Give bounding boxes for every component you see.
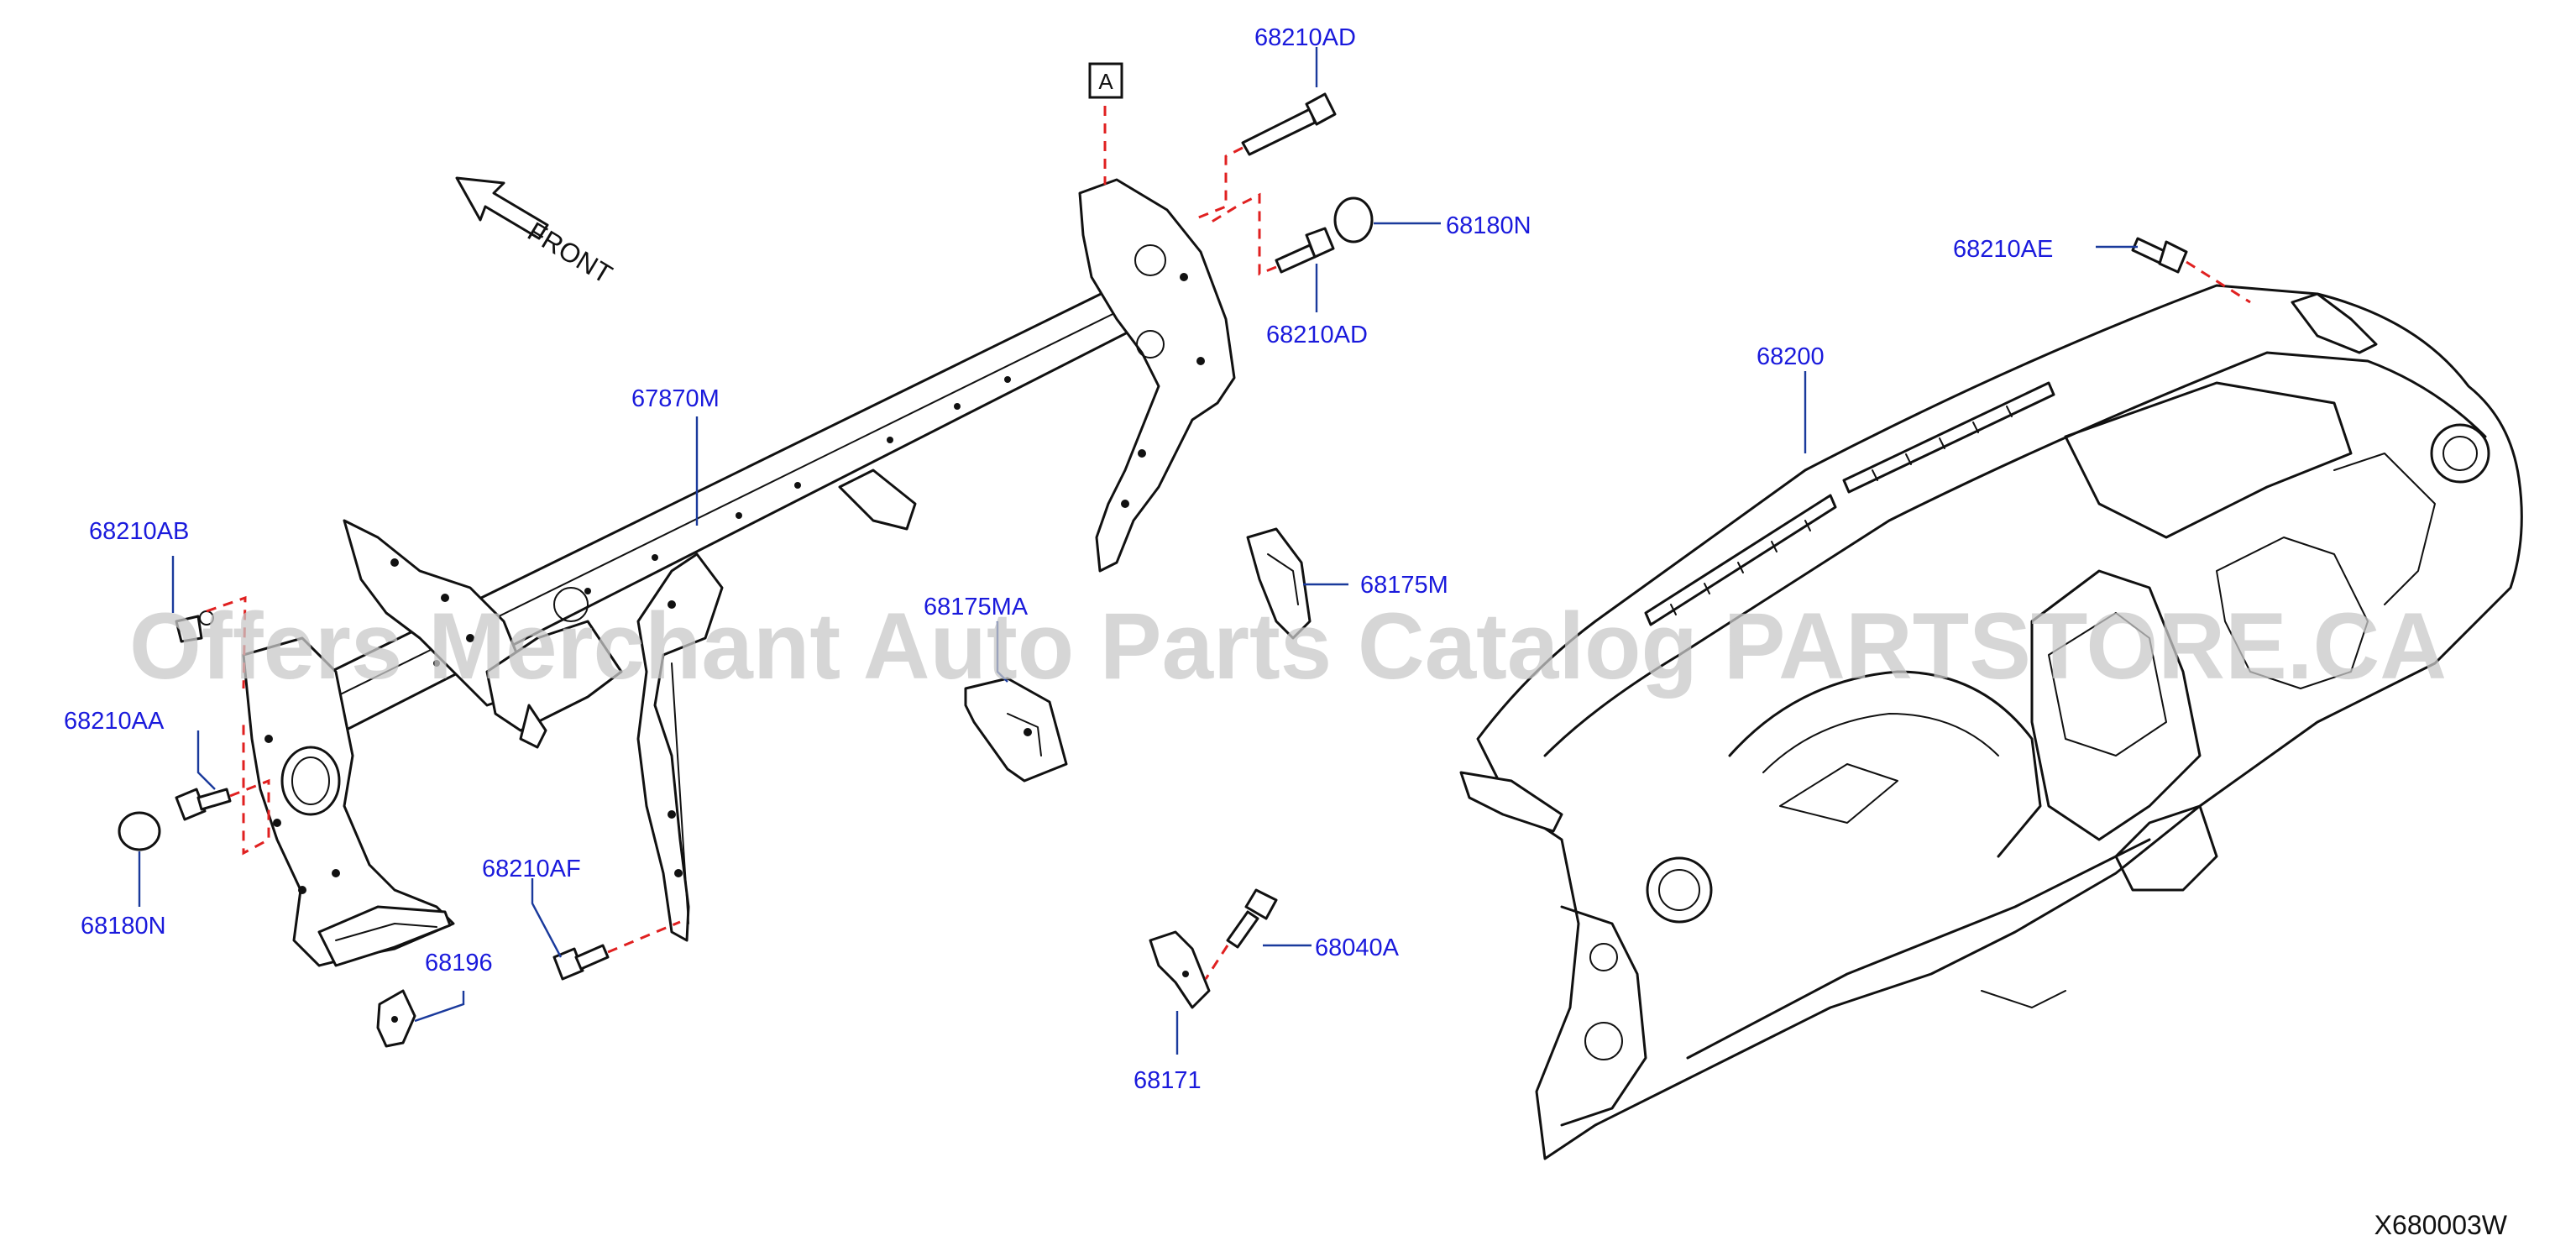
plug-68180n-right: [1333, 196, 1374, 243]
dash-68210ad-top: [1191, 146, 1243, 222]
dash-68040a: [1204, 945, 1229, 980]
label-67870m: 67870M: [631, 385, 720, 412]
label-68210ad-top: 68210AD: [1254, 24, 1356, 51]
label-68180n-right: 68180N: [1446, 212, 1531, 239]
label-68210ab: 68210AB: [89, 518, 189, 545]
dash-68210af: [607, 920, 681, 954]
dash-68210ab: [206, 595, 247, 689]
diagram-reference-code: X680003W: [2374, 1210, 2508, 1240]
dash-68210aa: [229, 722, 270, 856]
bracket-68175ma: [964, 677, 1068, 783]
bolt-68210ad-top: [1241, 92, 1337, 156]
label-68040a: 68040A: [1315, 934, 1400, 961]
leader-68175ma: [996, 621, 1008, 683]
bolt-68210af: [552, 944, 610, 981]
bolt-68210ae: [2131, 237, 2188, 274]
leader-68210af: [531, 878, 563, 958]
front-direction-arrow: FRONT: [455, 176, 617, 290]
defroster-vent-right: [1842, 381, 2055, 494]
part-labels: 68210AD 68180N 68210AD 68210AE 68200 678…: [64, 24, 2053, 1094]
instrument-panel-68200: [1459, 284, 2523, 1160]
label-68180n-left: 68180N: [81, 913, 166, 940]
label-68171: 68171: [1134, 1067, 1202, 1094]
view-reference-letter: A: [1098, 69, 1113, 94]
label-68210af: 68210AF: [482, 856, 581, 882]
label-68175m: 68175M: [1360, 572, 1448, 599]
bracket-68171: [1149, 930, 1211, 1009]
label-68200: 68200: [1757, 343, 1825, 370]
bracket-68175m: [1246, 527, 1312, 640]
label-68175ma: 68175MA: [924, 594, 1029, 620]
watermark-text: Offers Merchant Auto Parts Catalog PARTS…: [129, 594, 2447, 699]
defroster-vent-left: [1644, 494, 1837, 626]
steering-member-67870m: [242, 178, 1236, 967]
label-68210ad-mid: 68210AD: [1266, 322, 1368, 348]
dash-68210ae: [2186, 260, 2251, 304]
label-68196: 68196: [425, 950, 493, 976]
assembly-dashed-lines: [206, 106, 2251, 980]
label-68210ae: 68210AE: [1953, 236, 2053, 263]
bolt-68040a: [1226, 888, 1278, 949]
leader-lines: [138, 47, 2138, 1055]
bolt-68210ad-mid: [1275, 227, 1335, 274]
bolt-68210aa: [175, 788, 232, 821]
bracket-68196: [376, 989, 416, 1048]
view-reference-box: A: [1088, 62, 1123, 99]
label-68210aa: 68210AA: [64, 708, 165, 735]
dash-68210ad-mid: [1208, 192, 1277, 276]
front-label: FRONT: [522, 216, 617, 290]
plug-68180n-left: [118, 811, 161, 851]
leader-68210aa: [196, 730, 216, 790]
leader-68196: [414, 991, 465, 1023]
